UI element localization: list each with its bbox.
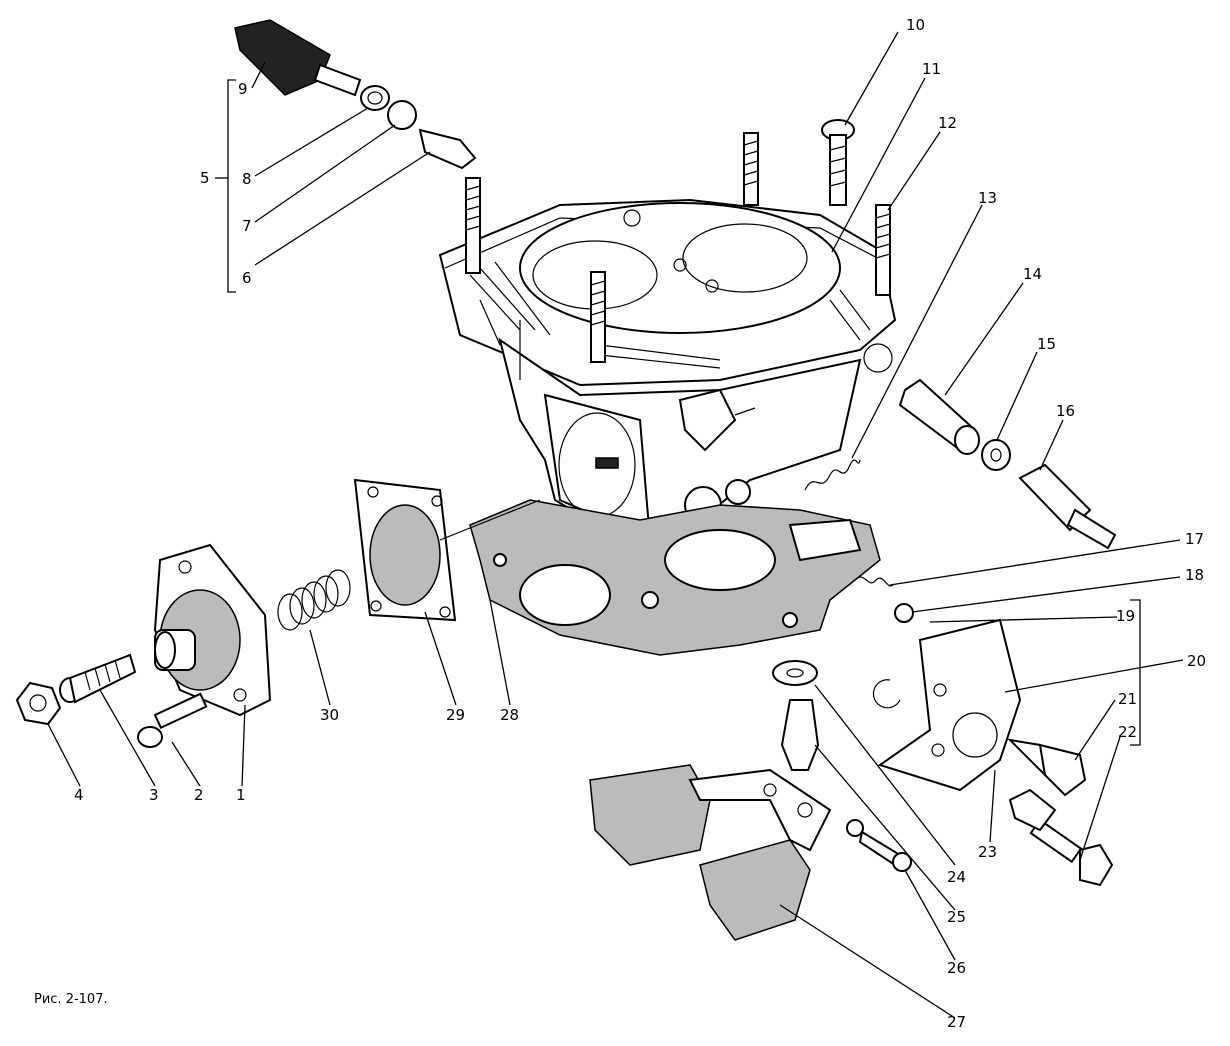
nut-23: [1008, 788, 1057, 832]
callout-28: 28: [500, 706, 519, 724]
callout-29: 29: [446, 706, 465, 724]
callout-2: 2: [194, 786, 204, 804]
callout-20: 20: [1187, 652, 1206, 670]
callout-6: 6: [242, 269, 252, 287]
callout-17: 17: [1185, 530, 1204, 548]
spring-13: [804, 459, 861, 491]
callout-7: 7: [242, 217, 252, 235]
washer-15: [981, 439, 1011, 471]
diaphragm-cover-1: [153, 543, 272, 717]
callout-10: 10: [906, 16, 925, 34]
callout-25: 25: [947, 908, 966, 926]
retaining-clip-19: [872, 679, 901, 709]
throttle-lever-27: [589, 764, 832, 941]
screw-10: [821, 119, 855, 206]
spring-17: [854, 576, 895, 587]
screw-2: [137, 692, 208, 748]
callout-4: 4: [74, 786, 84, 804]
sensor-9: [234, 19, 362, 97]
callout-27: 27: [947, 1013, 966, 1031]
lever-20: [877, 618, 1022, 792]
adjusting-screw-3: [59, 653, 137, 704]
bolt-22: [1029, 818, 1114, 887]
callout-3: 3: [149, 786, 159, 804]
stud-bolts: [465, 132, 891, 363]
callout-8: 8: [242, 170, 252, 188]
callout-13: 13: [978, 189, 997, 207]
callout-11: 11: [922, 60, 941, 78]
washer-8: [360, 85, 390, 111]
bushing-7: [387, 100, 417, 130]
callout-12: 12: [938, 114, 957, 132]
callout-9: 9: [238, 80, 248, 98]
washer-24: [772, 660, 818, 686]
callout-19: 19: [1116, 607, 1135, 625]
valve-25: [780, 699, 820, 771]
gasket-plate-28: [469, 499, 881, 656]
leader-lines: [47, 31, 1184, 1019]
callout-labels: 1 2 3 4 5 6 7 8 9 10 11 12 13 14 15 16 1…: [74, 16, 1206, 1031]
callout-23: 23: [978, 843, 997, 861]
spring-30: [277, 569, 351, 631]
callout-15: 15: [1037, 335, 1056, 353]
nut-4: [15, 681, 62, 726]
carburetor-body: [438, 198, 897, 547]
callout-16: 16: [1056, 402, 1075, 420]
jet-6: [418, 128, 477, 170]
callout-26: 26: [947, 959, 966, 977]
filter-14: [898, 378, 980, 455]
callout-18: 18: [1185, 566, 1204, 584]
callout-21: 21: [1118, 690, 1137, 708]
callout-14: 14: [1023, 265, 1042, 283]
callout-22: 22: [1118, 723, 1137, 741]
callout-1: 1: [236, 786, 246, 804]
ball-18: [894, 603, 914, 623]
callout-24: 24: [947, 868, 966, 886]
screw-21: [1007, 738, 1087, 797]
flange-gasket-29: [353, 478, 541, 622]
callout-30: 30: [320, 706, 339, 724]
inlet-fitting-16: [1018, 463, 1117, 550]
callout-5: 5: [200, 169, 210, 187]
figure-caption: Рис. 2-107.: [34, 992, 108, 1007]
pin-26: [846, 819, 912, 872]
